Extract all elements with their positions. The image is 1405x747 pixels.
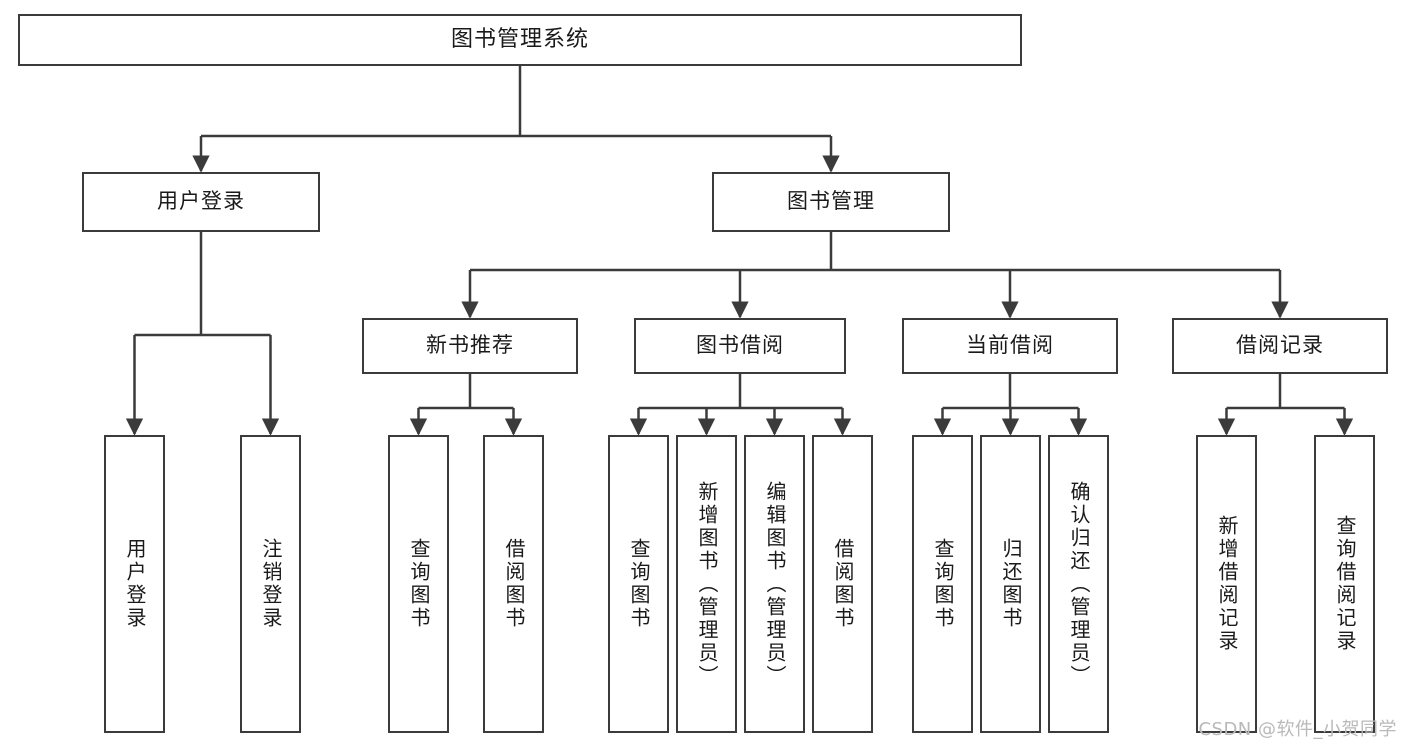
node-r-add[interactable]: 新增借阅记录 [1196,435,1257,733]
node-b-edit[interactable]: 编辑图书（管理员） [744,435,805,733]
node-b-borrow[interactable]: 借阅图书 [812,435,873,733]
node-label: 图书管理 [787,189,875,214]
node-l-login[interactable]: 用户登录 [104,435,165,733]
node-borrow[interactable]: 图书借阅 [634,318,846,374]
node-label: 确认归还（管理员） [1067,480,1091,688]
node-label: 借阅记录 [1236,333,1324,358]
node-label: 查询图书 [407,538,431,630]
node-label: 查询图书 [931,538,955,630]
node-records[interactable]: 借阅记录 [1172,318,1388,374]
node-label: 查询借阅记录 [1333,515,1357,653]
node-b-add[interactable]: 新增图书（管理员） [676,435,737,733]
node-label: 借阅图书 [502,538,526,630]
watermark-label: CSDN @软件_小贺同学 [1198,719,1397,740]
node-label: 编辑图书（管理员） [763,480,787,688]
node-label: 查询图书 [627,538,651,630]
node-label: 图书管理系统 [450,26,589,52]
node-n-borrow[interactable]: 借阅图书 [483,435,544,733]
node-l-logout[interactable]: 注销登录 [240,435,301,733]
node-b-query[interactable]: 查询图书 [608,435,669,733]
node-label: 当前借阅 [966,333,1054,358]
node-label: 新增借阅记录 [1215,515,1239,653]
node-label: 用户登录 [123,538,147,630]
node-label: 归还图书 [999,538,1023,630]
node-label: 借阅图书 [831,538,855,630]
node-c-query[interactable]: 查询图书 [912,435,973,733]
node-label: 图书借阅 [696,333,784,358]
node-current[interactable]: 当前借阅 [902,318,1118,374]
node-c-return[interactable]: 归还图书 [980,435,1041,733]
node-label: 新书推荐 [426,333,514,358]
node-newbook[interactable]: 新书推荐 [362,318,578,374]
node-bookmgmt[interactable]: 图书管理 [712,172,950,232]
node-root[interactable]: 图书管理系统 [18,14,1022,66]
node-label: 新增图书（管理员） [695,480,719,688]
node-label: 用户登录 [157,189,245,214]
node-label: 注销登录 [259,538,283,630]
node-r-query[interactable]: 查询借阅记录 [1314,435,1375,733]
node-login[interactable]: 用户登录 [82,172,320,232]
node-n-query[interactable]: 查询图书 [388,435,449,733]
node-c-confirm[interactable]: 确认归还（管理员） [1048,435,1109,733]
